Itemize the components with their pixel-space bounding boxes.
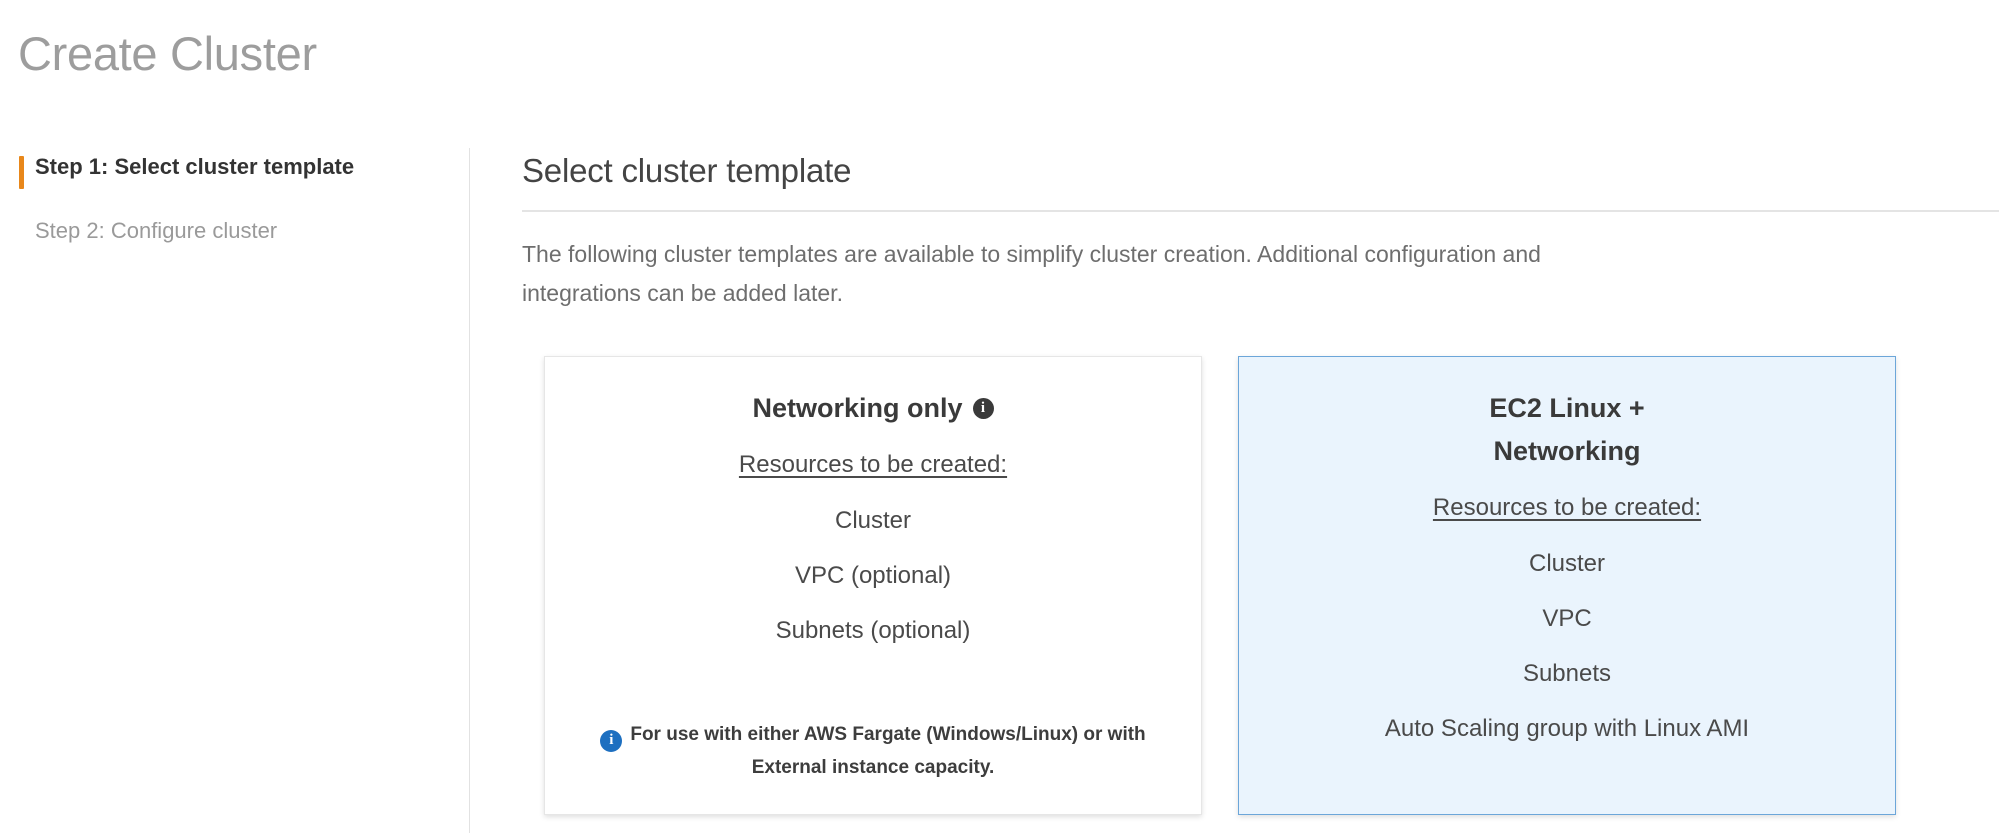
card-footnote: i For use with either AWS Fargate (Window… bbox=[567, 718, 1179, 784]
card-footnote-text: For use with either AWS Fargate (Windows… bbox=[630, 724, 1146, 778]
wizard-step-sidebar: Step 1: Select cluster template Step 2: … bbox=[0, 148, 470, 833]
main-content: Select cluster template The following cl… bbox=[522, 148, 1999, 833]
resource-item: VPC bbox=[1542, 605, 1592, 632]
page-title: Create Cluster bbox=[18, 27, 317, 80]
active-step-marker bbox=[19, 156, 24, 189]
resource-item: Cluster bbox=[834, 507, 912, 534]
card-title-ec2-linux-networking: EC2 Linux + Networking bbox=[1261, 387, 1873, 473]
resources-label: Resources to be created: bbox=[738, 451, 1008, 478]
section-description: The following cluster templates are avai… bbox=[522, 241, 1541, 306]
resources-label: Resources to be created: bbox=[1432, 494, 1702, 521]
sidebar-item-step-1-label: Step 1: Select cluster template bbox=[35, 154, 355, 179]
template-card-networking-only[interactable]: Networking only i Resources to be create… bbox=[544, 356, 1202, 815]
card-title-networking-only: Networking only i bbox=[567, 387, 1179, 430]
heading-divider bbox=[522, 210, 1999, 212]
section-heading: Select cluster template bbox=[522, 152, 852, 189]
resource-item: Subnets (optional) bbox=[775, 617, 971, 644]
resource-item: Subnets bbox=[1522, 660, 1612, 687]
info-circle-icon[interactable]: i bbox=[972, 398, 994, 419]
template-card-list: Networking only i Resources to be create… bbox=[544, 356, 1896, 815]
template-card-ec2-linux-networking[interactable]: EC2 Linux + Networking Resources to be c… bbox=[1238, 356, 1896, 815]
sidebar-item-step-1[interactable]: Step 1: Select cluster template bbox=[0, 152, 469, 189]
card-title-text: EC2 Linux + Networking bbox=[1489, 393, 1645, 466]
resource-item: Cluster bbox=[1528, 550, 1606, 577]
resource-item: Auto Scaling group with Linux AMI bbox=[1384, 715, 1750, 742]
info-circle-blue-icon: i bbox=[600, 729, 623, 752]
resource-item: VPC (optional) bbox=[794, 562, 952, 589]
sidebar-item-step-2[interactable]: Step 2: Configure cluster bbox=[0, 216, 469, 246]
card-title-text: Networking only bbox=[752, 393, 963, 423]
sidebar-item-step-2-label: Step 2: Configure cluster bbox=[35, 218, 278, 243]
